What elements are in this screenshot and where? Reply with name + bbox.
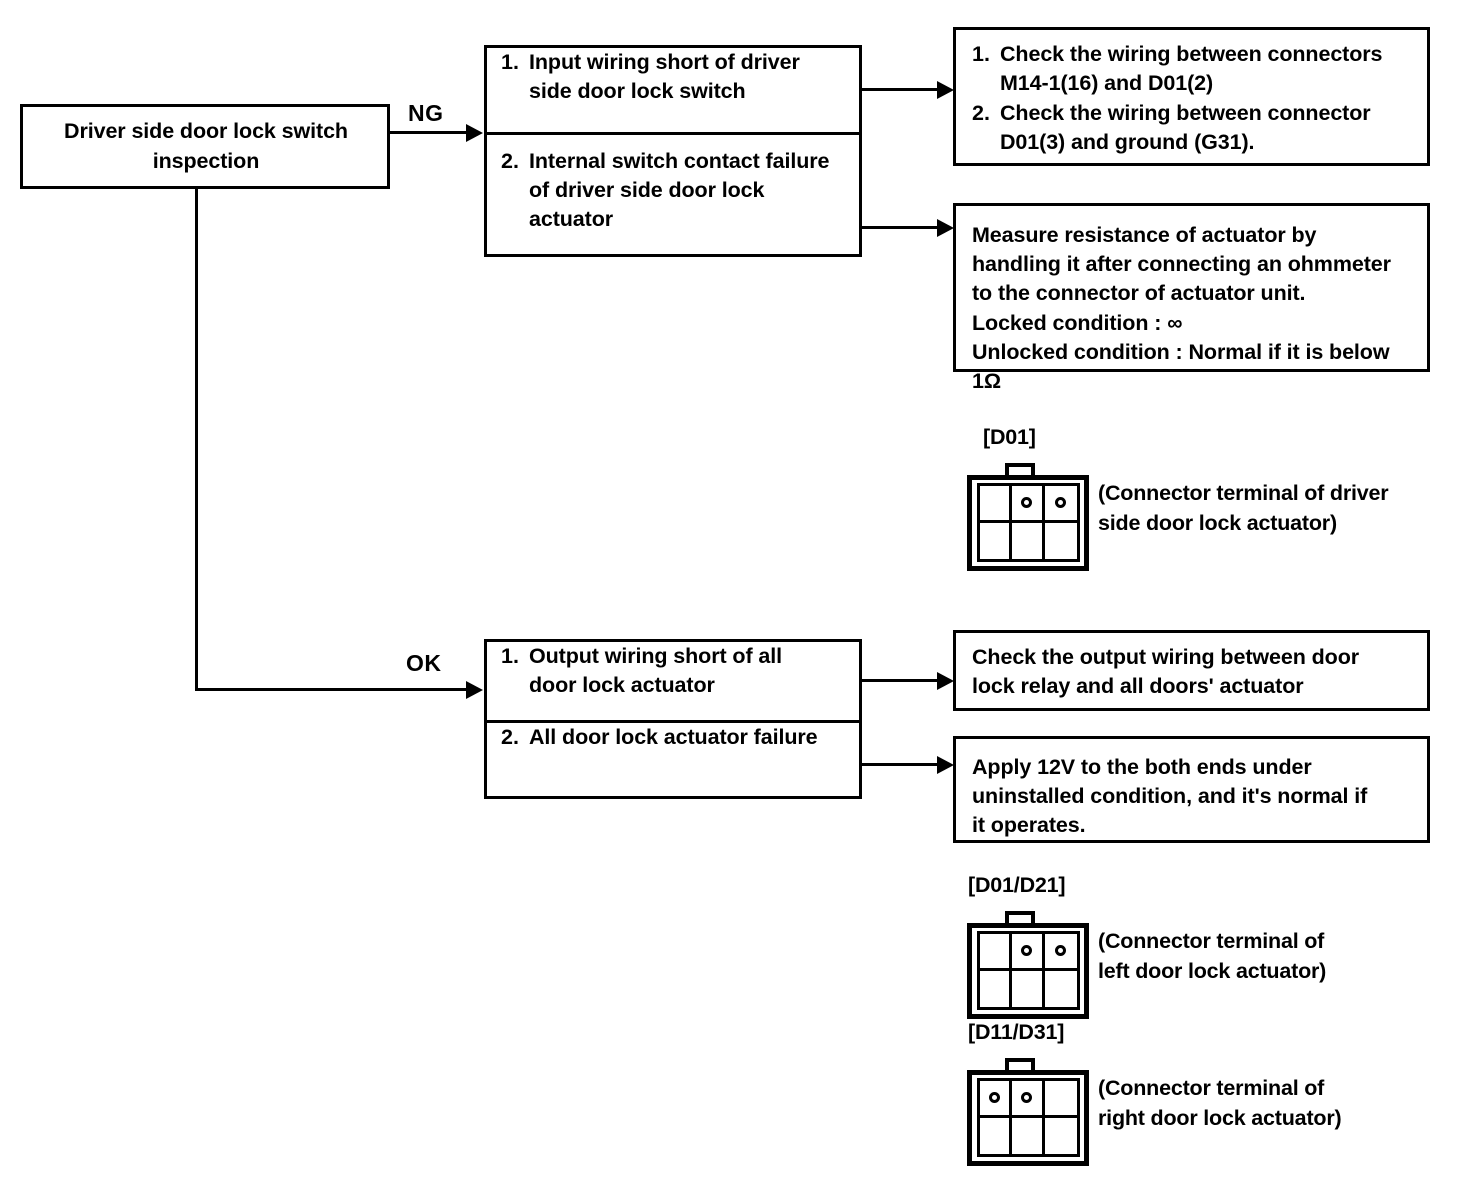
connector-d01-d21-cell-5 bbox=[1012, 970, 1045, 1007]
connector-d01-caption: (Connector terminal of driver side door … bbox=[1098, 481, 1389, 536]
ok-cause-1-number: 1. bbox=[501, 644, 519, 668]
connector-d01-d21-label: [D01/D21] bbox=[968, 873, 1066, 897]
connector-d01-d21-cell-4 bbox=[980, 970, 1013, 1007]
ok-cause-2-number: 2. bbox=[501, 725, 519, 749]
connector-d11-d31-pin-grid bbox=[977, 1078, 1080, 1157]
ok-action-1-text: Check the output wiring between door loc… bbox=[972, 645, 1359, 699]
ok-action2-arrowhead bbox=[937, 756, 954, 774]
ng-cause-2-text: Internal switch contact failure of drive… bbox=[529, 149, 830, 232]
ok-action-box-1: Check the output wiring between door loc… bbox=[953, 630, 1430, 711]
ok-action-2-body: Apply 12V to the both ends under uninsta… bbox=[972, 753, 1422, 841]
ng-cause-item-1: 1. Input wiring short of driver side doo… bbox=[501, 48, 851, 132]
connector-d01-cell-1 bbox=[980, 486, 1013, 523]
connector-d11-d31-cell-3 bbox=[1044, 1081, 1077, 1118]
connector-d01-d21-pin-grid bbox=[977, 931, 1080, 1010]
ng-action-2-body: Measure resistance of actuator by handli… bbox=[972, 221, 1422, 396]
ok-action1-arrowhead bbox=[937, 672, 954, 690]
ok-cause-2-text: All door lock actuator failure bbox=[529, 725, 818, 749]
ng-causes-divider bbox=[484, 132, 862, 135]
ok-cause-1-text: Output wiring short of all door lock act… bbox=[529, 644, 782, 698]
pin-icon bbox=[1055, 945, 1067, 957]
ng-connector-line bbox=[390, 131, 468, 134]
ng-action-box-1: 1. Check the wiring between connectors M… bbox=[953, 27, 1430, 166]
connector-d01-d21-cell-2 bbox=[1012, 934, 1045, 971]
connector-d01-tab bbox=[1005, 463, 1035, 477]
ok-action-2-text: Apply 12V to the both ends under uninsta… bbox=[972, 755, 1368, 838]
connector-d11-d31-cell-5 bbox=[1012, 1117, 1045, 1154]
ng-cause-1-number: 1. bbox=[501, 50, 519, 74]
connector-d01-d21-cell-3 bbox=[1044, 934, 1077, 971]
ng-action1-line bbox=[862, 88, 939, 91]
connector-d01-label: [D01] bbox=[983, 425, 1036, 449]
ok-causes-box: 1. Output wiring short of all door lock … bbox=[484, 639, 862, 799]
ng-action-2-text: Check the wiring between connector D01(3… bbox=[1000, 101, 1371, 155]
ok-action1-line bbox=[862, 679, 939, 682]
connector-d01-cell-3 bbox=[1044, 486, 1077, 523]
pin-icon bbox=[1021, 945, 1033, 957]
ok-action-1-body: Check the output wiring between door loc… bbox=[972, 643, 1422, 701]
ng-cause-item-2: 2. Internal switch contact failure of dr… bbox=[501, 135, 851, 257]
ng-action2-line bbox=[862, 226, 939, 229]
ng-action-2-number: 2. bbox=[972, 101, 990, 125]
ng-action-1-number: 1. bbox=[972, 42, 990, 66]
ok-branch-label: OK bbox=[406, 650, 442, 676]
connector-terminal-d01: [D01] (Connector terminal of driver side… bbox=[963, 425, 1433, 571]
ng-action2-arrowhead bbox=[937, 219, 954, 237]
connector-d01-cell-5 bbox=[1012, 522, 1045, 559]
pin-icon bbox=[1055, 497, 1067, 509]
ng-action-2-measure-text: Measure resistance of actuator by handli… bbox=[972, 223, 1391, 394]
connector-d11-d31-label: [D11/D31] bbox=[968, 1020, 1065, 1044]
ok-horizontal-line bbox=[195, 688, 468, 691]
ng-action-1-line-2: 2. Check the wiring between connector D0… bbox=[972, 99, 1422, 157]
ng-action-1-line-1: 1. Check the wiring between connectors M… bbox=[972, 40, 1422, 98]
ok-action2-line bbox=[862, 763, 939, 766]
ok-causes-divider bbox=[484, 720, 862, 723]
connector-d01-d21-caption: (Connector terminal of left door lock ac… bbox=[1098, 929, 1327, 984]
connector-d11-d31-caption: (Connector terminal of right door lock a… bbox=[1098, 1076, 1342, 1131]
connector-d01-cell-4 bbox=[980, 522, 1013, 559]
connector-d01-d21-tab bbox=[1005, 911, 1035, 925]
ng-branch-label: NG bbox=[408, 100, 444, 126]
ok-cause-item-2: 2. All door lock actuator failure bbox=[501, 723, 851, 799]
ng-action-box-2: Measure resistance of actuator by handli… bbox=[953, 203, 1430, 393]
ng-action-1-text: Check the wiring between connectors M14-… bbox=[1000, 42, 1383, 96]
connector-d11-d31-cell-1 bbox=[980, 1081, 1013, 1118]
start-box: Driver side door lock switch inspection bbox=[20, 104, 390, 189]
pin-icon bbox=[1021, 1092, 1033, 1104]
ng-cause-1-text: Input wiring short of driver side door l… bbox=[529, 50, 800, 104]
ng-arrowhead bbox=[466, 124, 483, 142]
start-box-label: Driver side door lock switch inspection bbox=[64, 119, 348, 173]
pin-icon bbox=[1021, 497, 1033, 509]
ok-cause-item-1: 1. Output wiring short of all door lock … bbox=[501, 642, 851, 720]
ok-action-box-2: Apply 12V to the both ends under uninsta… bbox=[953, 736, 1430, 843]
ng-causes-box: 1. Input wiring short of driver side doo… bbox=[484, 45, 862, 257]
connector-terminal-d11-d31: [D11/D31] (Connector terminal of right d… bbox=[963, 1020, 1433, 1166]
connector-d01-d21-cell-1 bbox=[980, 934, 1013, 971]
connector-terminal-d01-d21: [D01/D21] (Connector terminal of left do… bbox=[963, 873, 1433, 1019]
connector-d11-d31-cell-4 bbox=[980, 1117, 1013, 1154]
ng-action1-arrowhead bbox=[937, 81, 954, 99]
pin-icon bbox=[989, 1092, 1001, 1104]
connector-d11-d31-cell-6 bbox=[1045, 1118, 1077, 1155]
connector-d11-d31-tab bbox=[1005, 1058, 1035, 1072]
connector-d01-cell-6 bbox=[1045, 523, 1077, 560]
ok-vertical-line bbox=[195, 188, 198, 691]
connector-d11-d31-cell-2 bbox=[1012, 1081, 1045, 1118]
ng-cause-2-number: 2. bbox=[501, 149, 519, 173]
connector-d01-d21-cell-6 bbox=[1045, 971, 1077, 1008]
connector-d01-cell-2 bbox=[1012, 486, 1045, 523]
ok-arrowhead bbox=[466, 681, 483, 699]
connector-d01-pin-grid bbox=[977, 483, 1080, 562]
